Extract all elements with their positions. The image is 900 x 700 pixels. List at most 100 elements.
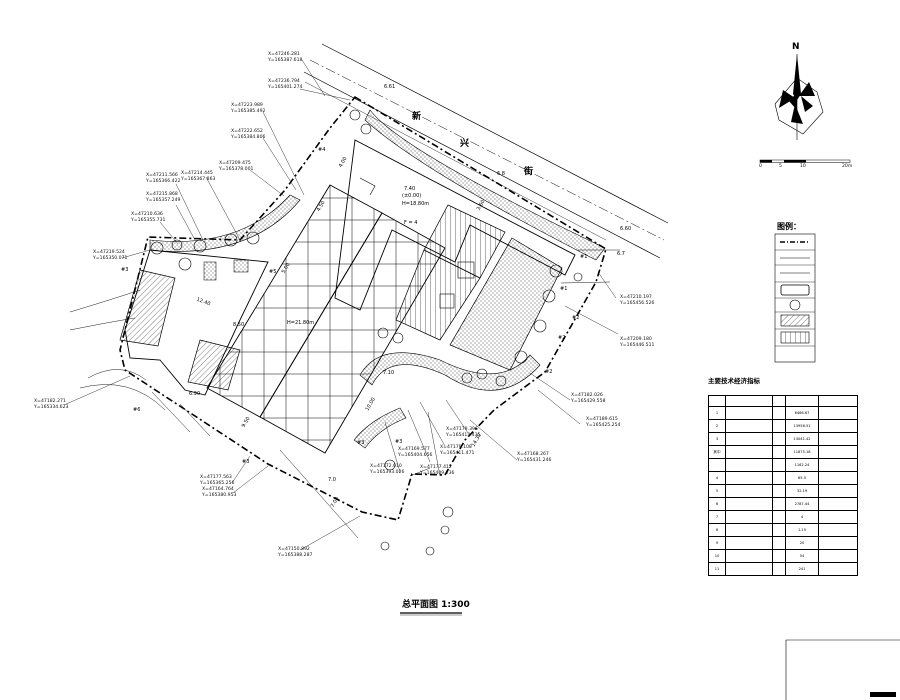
marker: #3 xyxy=(395,439,403,445)
coord-x: X=47182.026 xyxy=(571,393,603,398)
scale-tick: 5 xyxy=(779,164,782,169)
marker: #2 xyxy=(572,315,580,321)
coord-y: Y=165456.526 xyxy=(620,301,655,306)
row-value: 13041.42 xyxy=(785,432,819,446)
coord-x: X=47236.794 xyxy=(268,79,300,84)
road-char: 兴 xyxy=(460,139,470,149)
scale-tick: 0 xyxy=(759,164,762,169)
row-no: 1 xyxy=(708,406,726,420)
coord-x: X=47219.524 xyxy=(93,250,125,255)
road-width: 6.61 xyxy=(384,84,396,90)
marker: #1 xyxy=(560,286,568,292)
elevation-sub: (±0.00) xyxy=(402,193,422,199)
main-building xyxy=(206,139,576,454)
coord-y: Y=165404.656 xyxy=(398,453,433,458)
coord-y: Y=165388.287 xyxy=(278,553,313,558)
row-value: 11875.18 xyxy=(785,445,819,459)
marker: #5 xyxy=(269,269,277,275)
row-no: 8 xyxy=(708,523,726,537)
coord-y: Y=165357.249 xyxy=(146,198,181,203)
coord-x: X=47246.281 xyxy=(268,52,300,57)
coord-x: X=47210.197 xyxy=(620,295,652,300)
elevation: 7.0 xyxy=(328,477,336,483)
economics-title: 主要技术经济指标 xyxy=(708,377,760,385)
coord-y: Y=165429.558 xyxy=(571,399,606,404)
row-no: 7 xyxy=(708,510,726,524)
coord-x: X=47222.652 xyxy=(231,129,263,134)
plan-title: 总平面图 1:300 xyxy=(402,600,470,610)
marker: #2 xyxy=(558,335,566,341)
table-row: 10 54 xyxy=(708,549,858,563)
coord-y: Y=165413.435 xyxy=(446,433,481,438)
coord-x: X=47214.445 xyxy=(181,171,213,176)
coord-y: Y=165365.256 xyxy=(200,481,235,486)
coord-y: Y=165367.863 xyxy=(181,177,216,182)
table-row: 1 6466.67 xyxy=(708,406,858,420)
row-no xyxy=(708,458,726,472)
building-height: H=18.80m xyxy=(402,201,430,207)
coord-y: Y=165366.422 xyxy=(146,179,181,184)
elevation: 7.40 xyxy=(404,186,416,192)
row-value: 6466.67 xyxy=(785,406,819,420)
road-char: 街 xyxy=(524,167,534,177)
legend-title: 图例： xyxy=(777,222,801,231)
dimension: 8.50 xyxy=(233,322,245,328)
table-header-row xyxy=(708,395,858,407)
coord-x: X=47209.180 xyxy=(620,337,652,342)
road-xinxing xyxy=(303,43,669,259)
tree-symbols xyxy=(150,109,583,556)
coord-x: X=47164.764 xyxy=(202,487,234,492)
coord-y: Y=165334.623 xyxy=(34,405,69,410)
coord-y: Y=165387.618 xyxy=(268,58,303,63)
marker: #3 xyxy=(357,440,365,446)
table-row: 1162.24 xyxy=(708,458,858,472)
table-row: 3 13041.42 xyxy=(708,432,858,446)
coord-y: Y=165425.254 xyxy=(586,423,621,428)
coord-y: Y=165409.236 xyxy=(420,471,455,476)
marker: #4 xyxy=(318,147,326,153)
row-value: 54 xyxy=(785,549,819,563)
coord-x: X=47209.475 xyxy=(219,161,251,166)
coord-y: Y=165355.731 xyxy=(131,218,166,223)
coord-y: Y=165401.274 xyxy=(268,85,303,90)
row-no: 6 xyxy=(708,497,726,511)
row-value: 1162.24 xyxy=(785,458,819,472)
road-width: 6.7 xyxy=(617,251,625,257)
coord-x: X=47182.271 xyxy=(34,399,66,404)
scale-tick: 10 xyxy=(800,164,806,169)
north-label: N xyxy=(792,42,800,52)
row-no: 5 xyxy=(708,484,726,498)
coord-x: X=47211.566 xyxy=(146,173,178,178)
row-value: 241 xyxy=(785,562,819,576)
road-width: 6.60 xyxy=(620,226,632,232)
marker: #3 xyxy=(121,267,129,273)
coord-y: Y=165385.492 xyxy=(231,109,266,114)
coord-x: X=47215.868 xyxy=(146,192,178,197)
row-value: 32.19 xyxy=(785,484,819,498)
elevation: 6.90 xyxy=(189,391,201,397)
coord-x: X=47179.396 xyxy=(446,427,478,432)
coord-y: Y=165350.071 xyxy=(93,256,128,261)
coord-y: Y=165393.026 xyxy=(370,470,405,475)
marker: #3 xyxy=(242,459,250,465)
building-height: H=21.80m xyxy=(287,320,315,326)
row-no: 10 xyxy=(708,549,726,563)
marker: #6 xyxy=(133,407,141,413)
road-width: 6.8 xyxy=(497,171,505,177)
coord-x: X=47177.563 xyxy=(200,475,232,480)
row-no: 3 xyxy=(708,432,726,446)
row-value: 20 xyxy=(785,536,819,550)
elevation: 7.10 xyxy=(383,370,395,376)
marker: #1 xyxy=(580,254,588,260)
coord-x: X=47150.892 xyxy=(278,547,310,552)
coord-y: Y=165446.511 xyxy=(620,343,655,348)
road-char: 新 xyxy=(412,112,422,122)
coord-x: X=47172.010 xyxy=(370,464,402,469)
